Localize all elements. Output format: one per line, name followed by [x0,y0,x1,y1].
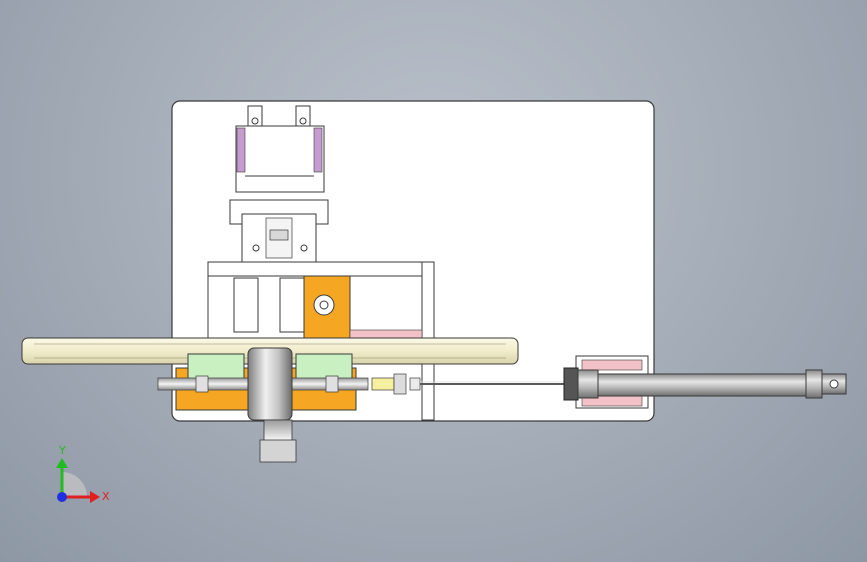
screw-head [251,117,259,125]
hex-nut [409,377,421,391]
top-guide-assembly[interactable] [229,105,329,263]
z-axis-dot [57,492,67,502]
lower-slide-assembly[interactable] [157,347,421,463]
y-axis-arrow [56,458,68,468]
clevis-pin [829,379,839,389]
frame-column [233,277,259,333]
hex-nut [393,373,407,395]
top-clamp-left [247,105,263,129]
y-axis-label: Y [58,444,66,457]
screw-head [300,244,308,252]
pneumatic-cylinder[interactable] [563,355,847,409]
yellow-fitting [371,377,395,391]
roller-nut [259,439,297,463]
x-axis-arrow [90,491,100,503]
bushing-inner [319,300,329,310]
purple-strip-right [313,127,323,173]
roller[interactable] [247,347,293,421]
guide-nut [269,229,289,241]
frame-column [279,277,305,333]
cylinder-head-nut [563,367,579,401]
frame-top-bar [207,261,433,277]
cylinder-front-cap [577,369,599,399]
shaft-collar [195,375,209,393]
screw-head [299,117,307,125]
cylinder-rear-cap [805,369,823,399]
screw-head [252,244,260,252]
shaft-collar [325,375,339,393]
top-clamp-right [295,105,311,129]
x-axis-label: X [102,490,110,503]
cylinder-mount-pink [581,359,643,371]
green-block-right[interactable] [295,353,353,383]
coordinate-triad: Y X [56,444,110,503]
cylinder-barrel [597,373,809,397]
purple-strip-left [236,127,246,173]
triad-xy-arc [62,472,87,497]
guide-body [235,125,325,193]
